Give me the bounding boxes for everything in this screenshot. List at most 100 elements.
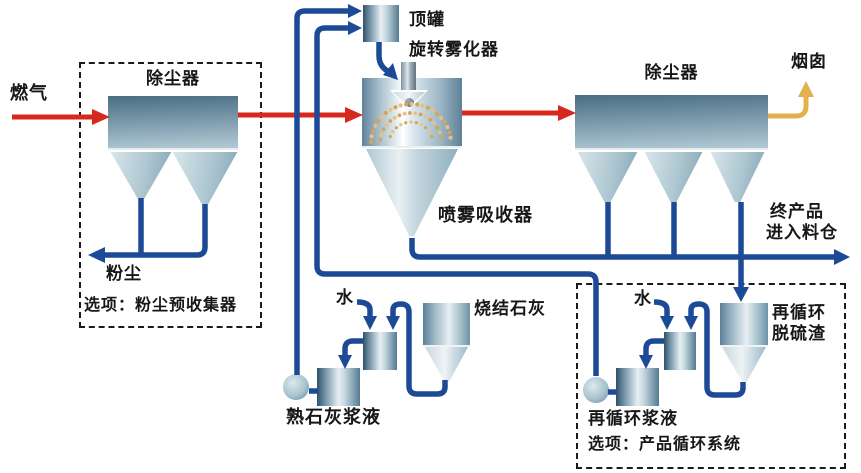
lime-mixing-tank	[363, 332, 397, 370]
arrow-water-left-icon	[363, 316, 377, 330]
spray-dot	[420, 103, 425, 108]
spray-dot	[447, 130, 452, 135]
pipe-dust-discharge	[105, 204, 208, 258]
spray-arc-icon	[369, 101, 453, 144]
label-final-product-1: 终产品	[770, 202, 824, 221]
spray-dot	[383, 110, 388, 115]
arrow-final-product-icon	[834, 249, 850, 265]
spray-dot	[397, 113, 402, 118]
spray-dot	[376, 119, 381, 124]
label-option-recycle: 选项：产品循环系统	[588, 436, 742, 453]
spray-dot	[409, 120, 413, 124]
spray-dot	[430, 134, 434, 139]
spray-dot	[435, 111, 440, 116]
pipe-lime-slurry-riser	[294, 8, 348, 375]
label-dust-collector-left: 除尘器	[146, 69, 200, 88]
label-sintered-lime: 烧结石灰	[474, 299, 546, 318]
spray-dot	[414, 121, 418, 125]
arrow-into-slurry-tank-right-icon	[639, 355, 653, 369]
pipe-residue-to-mixer	[688, 301, 746, 398]
spray-dot	[439, 115, 444, 120]
spray-dot	[379, 114, 384, 119]
label-rotary-atomizer: 旋转雾化器	[409, 40, 499, 59]
left-dust-collector-body	[108, 96, 238, 150]
spray-dot	[373, 123, 378, 128]
slaked-lime-slurry-tank	[317, 368, 360, 406]
arrow-into-atomizer-icon	[383, 63, 398, 80]
spray-dot	[435, 125, 440, 130]
spray-dot	[448, 135, 453, 140]
label-slaked-lime-slurry: 熟石灰浆液	[286, 407, 381, 427]
arrow-fuel-gas-icon	[92, 109, 110, 125]
dashed-box-product-recycle-option	[576, 283, 846, 469]
spray-dot	[439, 135, 444, 140]
spray-dot	[369, 134, 374, 139]
recycle-residue-silo-body	[720, 303, 768, 347]
arrow-water-right-icon	[660, 316, 674, 330]
rotary-atomizer-shaft	[401, 62, 416, 92]
slurry-pump-left	[283, 374, 309, 400]
spray-dot	[371, 128, 376, 134]
spray-dot	[388, 107, 393, 112]
spray-dot	[419, 123, 423, 127]
arrow-into-top-tank-2-icon	[348, 21, 362, 35]
label-dust-collector-right: 除尘器	[644, 63, 699, 82]
recycle-mixing-tank	[664, 332, 696, 370]
spray-dot	[430, 108, 435, 113]
spray-dot	[404, 121, 408, 125]
spray-dot	[415, 102, 420, 107]
spray-dot	[442, 120, 447, 125]
spray-dot	[398, 103, 403, 108]
slurry-pump-right	[583, 377, 609, 403]
spray-dot	[404, 102, 409, 107]
spray-dot	[392, 115, 397, 120]
arrow-stack-icon	[798, 81, 814, 97]
spray-dot	[369, 139, 374, 144]
spray-dot	[437, 130, 442, 135]
pipe-water-right	[653, 299, 670, 316]
label-dust: 粉尘	[106, 264, 142, 283]
label-spray-absorber: 喷雾吸收器	[438, 205, 533, 225]
spray-dot	[424, 126, 428, 130]
spray-dot	[445, 125, 450, 130]
label-top-tank: 顶罐	[409, 10, 445, 29]
arrow-residue-into-mixer-icon	[684, 316, 698, 330]
right-dust-collector-body	[575, 95, 768, 150]
pipe-tank-to-atomizer	[376, 42, 392, 75]
pipe-water-left	[356, 299, 373, 316]
spray-dot	[388, 119, 393, 123]
arrow-dust-out-icon	[88, 247, 105, 263]
label-chimney: 烟囱	[791, 52, 827, 71]
spray-dot	[379, 132, 384, 137]
sintered-lime-silo-body	[423, 303, 470, 347]
spray-dot	[394, 126, 398, 130]
label-recycle-residue-2: 脱硫渣	[772, 324, 826, 343]
pipe-mixer-to-tank-left	[342, 338, 363, 355]
label-recycle-residue-1: 再循环	[772, 303, 826, 322]
spray-dot	[423, 114, 428, 119]
arrow-into-slurry-tank-left-icon	[338, 355, 352, 369]
label-fuel-gas: 燃气	[10, 83, 48, 103]
recycle-slurry-tank	[616, 368, 659, 406]
spray-dot	[402, 111, 407, 116]
spray-dot	[399, 123, 403, 127]
arrow-into-top-tank-1-icon	[348, 4, 362, 18]
label-water-left: 水	[336, 288, 354, 307]
spray-dot	[408, 111, 412, 115]
spray-dot	[428, 117, 432, 122]
spray-dot	[418, 112, 423, 117]
spray-dot	[384, 123, 389, 127]
arrow-gas-into-collector-icon	[558, 105, 576, 121]
pipe-lime-to-mixer	[390, 301, 448, 397]
spray-dot	[388, 134, 392, 139]
dashed-box-dust-precollector-option	[79, 62, 262, 328]
pipe-recycle-slurry-riser	[314, 25, 599, 376]
rotary-atomizer-wheel	[405, 98, 414, 107]
label-option-precollector: 选项：粉尘预收集器	[84, 297, 238, 314]
pipe-product-main-line	[409, 238, 834, 260]
pipe-mixer-to-tank-right	[643, 338, 664, 355]
spray-dot	[378, 137, 383, 142]
spray-dot	[409, 101, 414, 107]
